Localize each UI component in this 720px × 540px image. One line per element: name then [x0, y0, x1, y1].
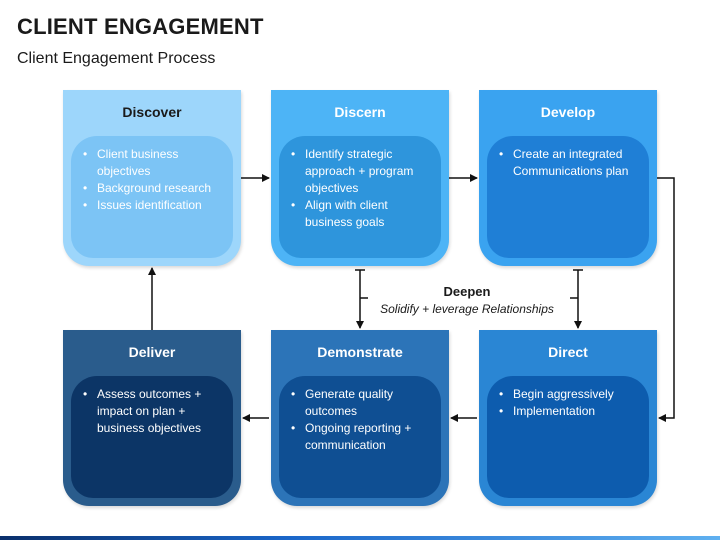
page-subtitle: Client Engagement Process: [17, 50, 216, 67]
list-item: Begin aggressively: [499, 386, 645, 403]
card-demonstrate: Demonstrate Generate quality outcomes On…: [271, 330, 449, 506]
deepen-sublabel: Solidify + leverage Relationships: [380, 302, 554, 316]
card-discern: Discern Identify strategic approach + pr…: [271, 90, 449, 266]
list-item: Align with client business goals: [291, 197, 437, 231]
list-item: Implementation: [499, 403, 645, 420]
page-title: CLIENT ENGAGEMENT: [17, 14, 264, 39]
card-direct: Direct Begin aggressively Implementation: [479, 330, 657, 506]
card-list: Identify strategic approach + program ob…: [279, 146, 437, 231]
card-title: Develop: [540, 104, 596, 120]
card-body: Client business objectives Background re…: [71, 136, 233, 258]
arrow-develop-to-direct: [657, 177, 675, 422]
list-item: Client business objectives: [83, 146, 229, 180]
card-list: Assess outcomes + impact on plan + busin…: [71, 386, 229, 437]
list-item: Create an integrated Communications plan: [499, 146, 645, 180]
card-title: Direct: [548, 344, 588, 360]
footer-accent-bar: [0, 536, 720, 540]
list-item: Identify strategic approach + program ob…: [291, 146, 437, 197]
card-title: Discover: [122, 104, 182, 120]
list-item: Issues identification: [83, 197, 229, 214]
card-body: Generate quality outcomes Ongoing report…: [279, 376, 441, 498]
card-body: Create an integrated Communications plan: [487, 136, 649, 258]
card-list: Generate quality outcomes Ongoing report…: [279, 386, 437, 454]
card-body: Begin aggressively Implementation: [487, 376, 649, 498]
list-item: Ongoing reporting + communication: [291, 420, 437, 454]
list-item: Background research: [83, 180, 229, 197]
list-item: Generate quality outcomes: [291, 386, 437, 420]
card-list: Client business objectives Background re…: [71, 146, 229, 214]
card-body: Assess outcomes + impact on plan + busin…: [71, 376, 233, 498]
card-title: Deliver: [128, 344, 176, 360]
deepen-label: Deepen: [443, 284, 491, 299]
list-item: Assess outcomes + impact on plan + busin…: [83, 386, 229, 437]
card-title: Demonstrate: [317, 344, 403, 360]
card-list: Create an integrated Communications plan: [487, 146, 645, 180]
card-title: Discern: [334, 104, 386, 120]
card-body: Identify strategic approach + program ob…: [279, 136, 441, 258]
card-develop: Develop Create an integrated Communicati…: [479, 90, 657, 266]
card-list: Begin aggressively Implementation: [487, 386, 645, 420]
card-discover: Discover Client business objectives Back…: [63, 90, 241, 266]
card-deliver: Deliver Assess outcomes + impact on plan…: [63, 330, 241, 506]
